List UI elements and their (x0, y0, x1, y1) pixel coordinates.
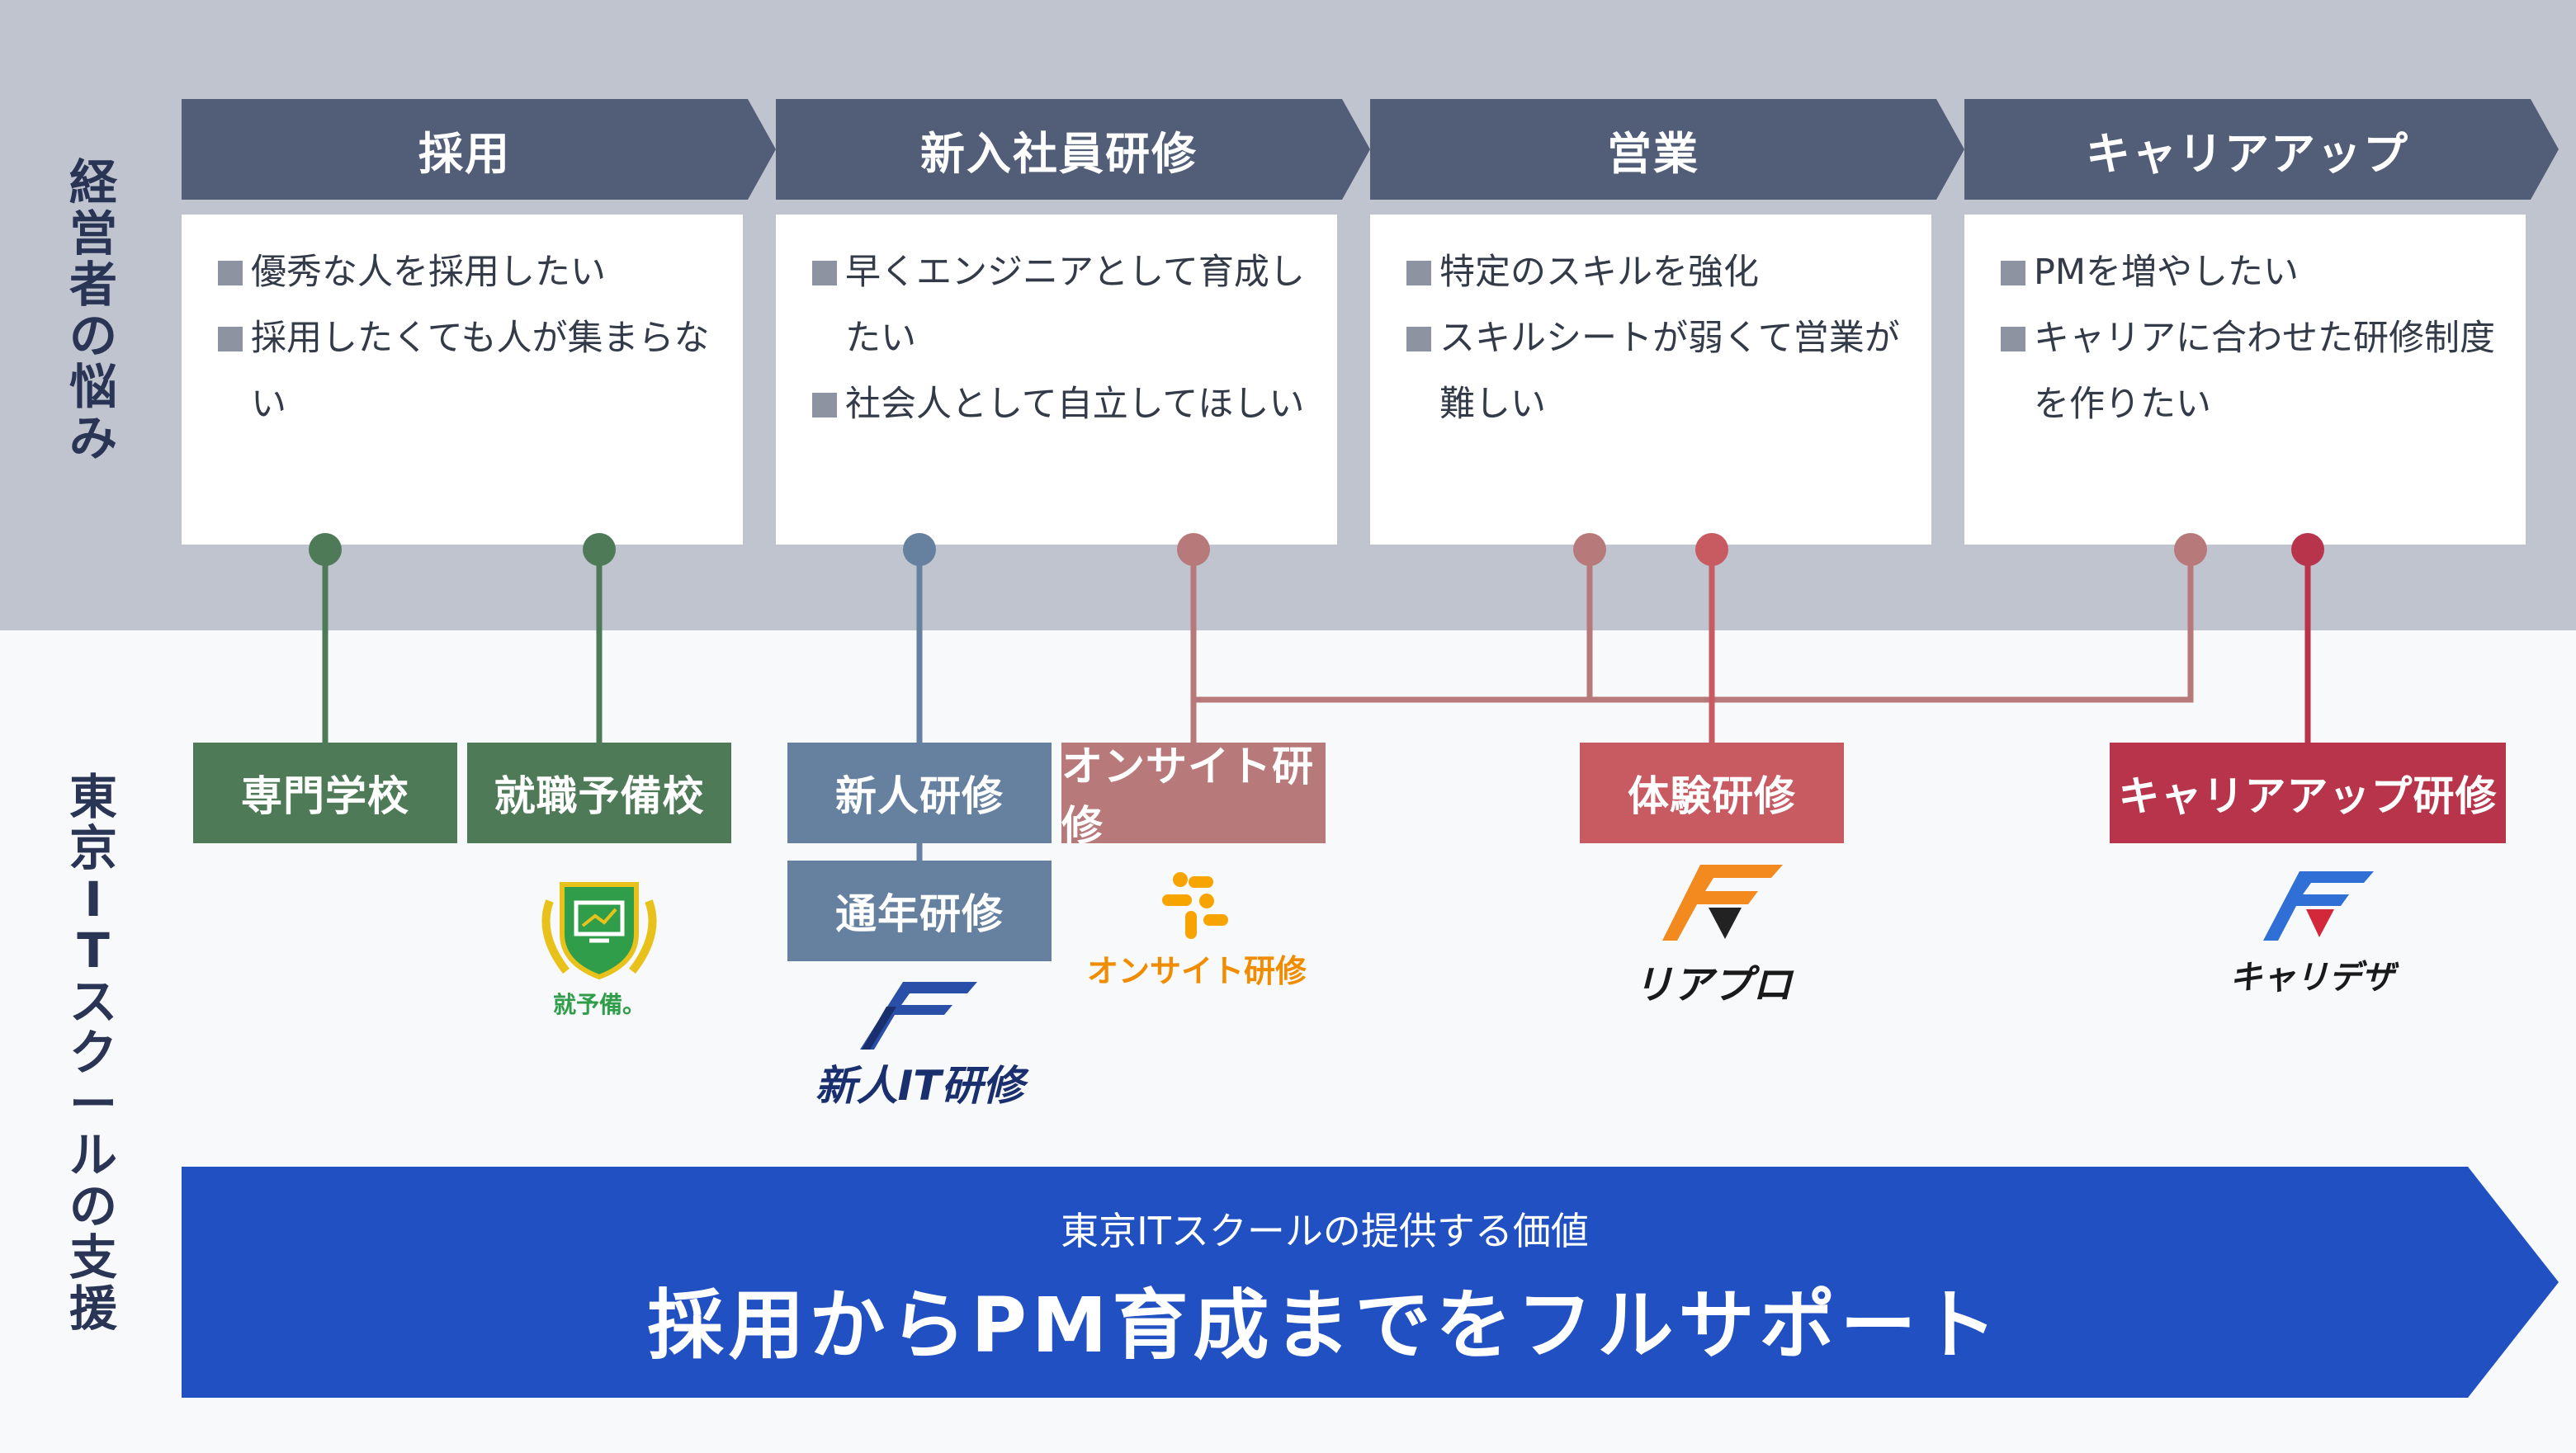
shinjin-it-logo: 新人IT研修 (787, 982, 1052, 1114)
service-career-up-kenshu: キャリアアップ研修 (2110, 743, 2506, 843)
kyaridesa-logo-text: キャリデザ (2229, 959, 2394, 997)
bullet-square-icon (1406, 261, 1431, 285)
concern-text: スキルシートが弱くて営業が難しい (1439, 318, 1900, 425)
onsite-cross-mark-icon (1162, 872, 1228, 939)
connector-dot (1695, 533, 1728, 566)
stage-career-up-header: キャリアアップ (1964, 99, 2559, 200)
service-shinjin-kenshu: 新人研修 (787, 743, 1052, 843)
bullet-square-icon (2001, 261, 2025, 285)
shinjin-it-logo-text: 新人IT研修 (815, 1062, 1024, 1110)
side-label-char: T (77, 922, 110, 979)
bullet-square-icon (2001, 327, 2025, 351)
concern-item: 特定のスキルを強化 (1406, 239, 1907, 305)
concern-text: 採用したくても人が集まらない (251, 318, 710, 425)
connector-dot (903, 533, 936, 566)
banner-arrow-shape (182, 1167, 2559, 1398)
service-onsite-kenshu: オンサイト研修 (1061, 743, 1326, 850)
concern-text: 特定のスキルを強化 (1439, 252, 1759, 293)
service-taiken-kenshu: 体験研修 (1580, 743, 1844, 843)
stage-new-employee-header: 新入社員研修 (776, 99, 1370, 200)
concern-item: 優秀な人を採用したい (218, 239, 718, 305)
onsite-logo-text: オンサイト研修 (1086, 953, 1307, 989)
concern-card-new-employee: 早くエンジニアとして育成したい 社会人として自立してほしい (776, 215, 1337, 545)
side-label-char: 者 (69, 257, 117, 313)
banner-subtitle: 東京ITスクールの提供する価値 (1061, 1209, 1589, 1253)
side-label-char: 支 (69, 1229, 117, 1286)
side-label-char: 東 (69, 769, 117, 825)
connector-line (1190, 550, 2194, 703)
orange-f-mark-icon (1662, 865, 1783, 941)
kyaridesa-logo: キャリデザ (2209, 865, 2415, 1005)
concern-text: キャリアに合わせた研修制度を作りたい (2034, 318, 2495, 425)
concern-text: 早くエンジニアとして育成したい (845, 252, 1305, 359)
connector-dot (2291, 533, 2324, 566)
connector-dot (309, 533, 342, 566)
concern-item: 採用したくても人が集まらない (218, 305, 718, 437)
side-label-char: 京 (69, 820, 117, 876)
connector-dot (2174, 533, 2207, 566)
concern-card-career-up: PMを増やしたい キャリアに合わせた研修制度を作りたい (1964, 215, 2526, 545)
side-label-char: の (69, 1178, 117, 1234)
stage-title: 営業 (1607, 127, 1699, 180)
stage-arrow-shape (1370, 99, 1964, 200)
concern-item: スキルシートが弱くて営業が難しい (1406, 305, 1907, 437)
blue-f-mark-icon (860, 982, 977, 1050)
value-banner: 東京ITスクールの提供する価値 採用からPM育成までをフルサポート (182, 1167, 2559, 1398)
shuyobi-logo-text: 就予備。 (552, 991, 645, 1018)
concern-text: PMを増やしたい (2034, 252, 2299, 293)
concern-item: PMを増やしたい (2001, 239, 2501, 305)
stage-sales-header: 営業 (1370, 99, 1964, 200)
concern-text: 優秀な人を採用したい (251, 252, 606, 293)
side-label-char: ル (69, 1127, 117, 1183)
connector-dot (1573, 533, 1606, 566)
banner-title: 採用からPM育成までをフルサポート (647, 1281, 2002, 1370)
side-label-char: の (69, 308, 117, 364)
concern-item: キャリアに合わせた研修制度を作りたい (2001, 305, 2501, 437)
service-shushoku-yobiko: 就職予備校 (467, 743, 731, 843)
bullet-square-icon (812, 393, 837, 418)
riapuro-logo-text: リアプロ (1633, 962, 1792, 1008)
concern-card-sales: 特定のスキルを強化 スキルシートが弱くて営業が難しい (1370, 215, 1931, 545)
stage-arrow-shape (1964, 99, 2559, 200)
side-label-char: I (84, 871, 102, 927)
stage-recruitment-header: 採用 (182, 99, 776, 200)
laurel-shield-icon (541, 882, 657, 980)
riapuro-logo: リアプロ (1609, 858, 1816, 1008)
bullet-square-icon (812, 261, 837, 285)
stage-title: 採用 (418, 127, 511, 180)
side-label-char: 悩 (69, 359, 117, 415)
concern-item: 早くエンジニアとして育成したい (812, 239, 1312, 371)
stage-arrow-shape (182, 99, 776, 200)
stage-arrow-shape (776, 99, 1370, 200)
concern-card-recruitment: 優秀な人を採用したい 採用したくても人が集まらない (182, 215, 743, 545)
connector-dot (1177, 533, 1210, 566)
side-label-char: 援 (69, 1281, 117, 1337)
bullet-square-icon (1406, 327, 1431, 351)
service-tsunen-kenshu: 通年研修 (787, 861, 1052, 961)
connector-dot (583, 533, 616, 566)
side-label-char: ス (69, 974, 117, 1030)
side-label-char: ク (69, 1025, 117, 1081)
shuyobi-logo: 就予備。 (533, 876, 665, 1025)
concern-item: 社会人として自立してほしい (812, 371, 1312, 437)
side-label-char: み (69, 410, 117, 466)
bullet-square-icon (218, 261, 243, 285)
onsite-logo: オンサイト研修 (1065, 868, 1329, 1000)
service-senmon-gakko: 専門学校 (193, 743, 457, 843)
side-label-char: ー (69, 1076, 117, 1132)
concern-text: 社会人として自立してほしい (845, 384, 1305, 425)
side-label-concerns: 経営者の悩み (64, 157, 122, 464)
side-label-char: 営 (69, 205, 117, 262)
side-label-char: 経 (69, 154, 117, 210)
bullet-square-icon (218, 327, 243, 351)
stage-title: キャリアアップ (2086, 127, 2409, 180)
blue-red-f-mark-icon (2263, 871, 2374, 941)
stage-title: 新入社員研修 (920, 127, 1198, 180)
